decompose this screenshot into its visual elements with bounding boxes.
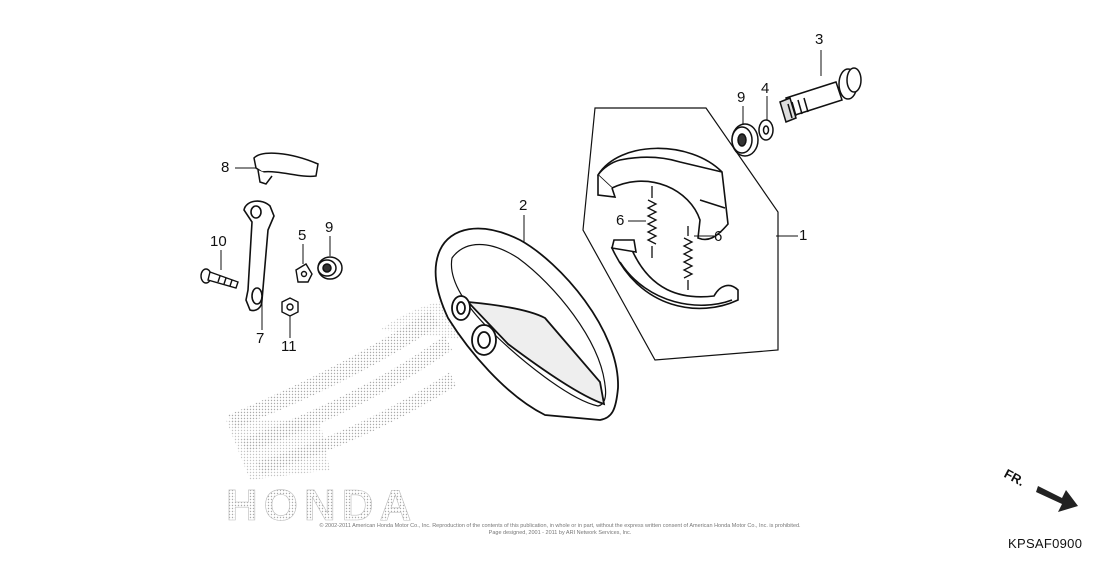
washer (758, 119, 774, 141)
callout-9-right: 9 (737, 89, 746, 106)
callout-2: 2 (519, 197, 528, 214)
brake-spring-lower (682, 226, 694, 290)
brake-spring-upper (646, 186, 658, 258)
brake-arm (243, 200, 275, 312)
brake-arm-bolt (200, 268, 239, 289)
callout-1: 1 (799, 227, 808, 244)
diagram-code: KPSAF0900 (1008, 536, 1083, 551)
callout-9-left: 9 (325, 219, 334, 236)
dust-seal-right (731, 123, 759, 157)
brake-shoe-bracket (582, 107, 779, 361)
leader-lines (220, 50, 822, 338)
callout-8: 8 (221, 159, 230, 176)
wear-indicator-plate (295, 263, 313, 283)
brake-shoe-lower (610, 239, 739, 310)
copyright-notice: © 2002-2011 American Honda Motor Co., In… (300, 523, 820, 537)
copyright-line-2: Page designed, 2001 - 2011 by ARI Networ… (488, 530, 632, 536)
callout-10: 10 (210, 233, 227, 250)
honda-watermark-text: HONDA (226, 481, 417, 530)
dust-cover (253, 152, 319, 185)
copyright-line-1: © 2002-2011 American Honda Motor Co., In… (319, 523, 801, 529)
callout-7: 7 (256, 330, 265, 347)
callout-5: 5 (298, 227, 307, 244)
callout-3: 3 (815, 31, 824, 48)
callout-6-upper: 6 (616, 212, 625, 229)
dust-seal-left (317, 256, 343, 280)
callout-6-lower: 6 (714, 228, 723, 245)
brake-cam (779, 67, 862, 124)
brake-shoe-upper (596, 147, 729, 241)
front-direction-arrow-icon (1036, 486, 1078, 512)
brake-panel (434, 227, 619, 421)
brake-arm-nut (281, 297, 299, 317)
callout-4: 4 (761, 80, 770, 97)
callout-11: 11 (281, 338, 297, 355)
